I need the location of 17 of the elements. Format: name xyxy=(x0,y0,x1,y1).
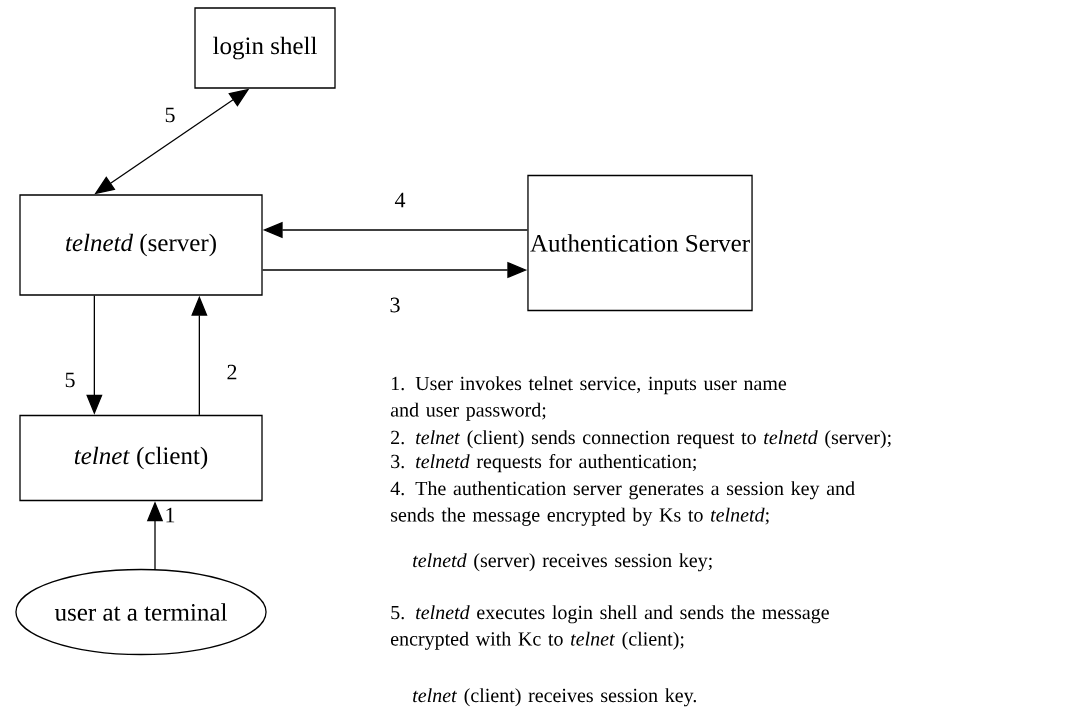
edge-label: 4 xyxy=(393,191,407,209)
note-text: 2. telnet (client) sends connection request to telnetd (server); xyxy=(391,430,891,449)
edge-label: 3 xyxy=(388,296,402,314)
note-text: 1. User invokes telnet service, inputs user name and user password; xyxy=(390,376,787,421)
edge-label: 2 xyxy=(225,363,239,381)
note-text: telnet (client) receives session key. xyxy=(413,688,696,707)
note-text: 3. telnetd requests for authentication; xyxy=(391,453,696,473)
edge-label: 5 xyxy=(163,106,177,124)
note-text: 5. telnetd executes login shell and sends the message encrypted with Kc to telnet (client); xyxy=(391,605,829,650)
edge-label: 5 xyxy=(63,371,77,389)
edge-label: 1 xyxy=(163,506,177,524)
process-box: Authentication Server xyxy=(527,174,753,312)
process-box: login shell xyxy=(194,7,336,89)
note-text: telnetd (server) receives session key; xyxy=(413,553,712,572)
process-box: telnetd (server) xyxy=(19,194,263,296)
note-text: 4. The authentication server generates a session key and sends the message encrypted by Ks to telnetd; xyxy=(390,481,855,526)
process-box: telnet (client) xyxy=(19,414,263,502)
